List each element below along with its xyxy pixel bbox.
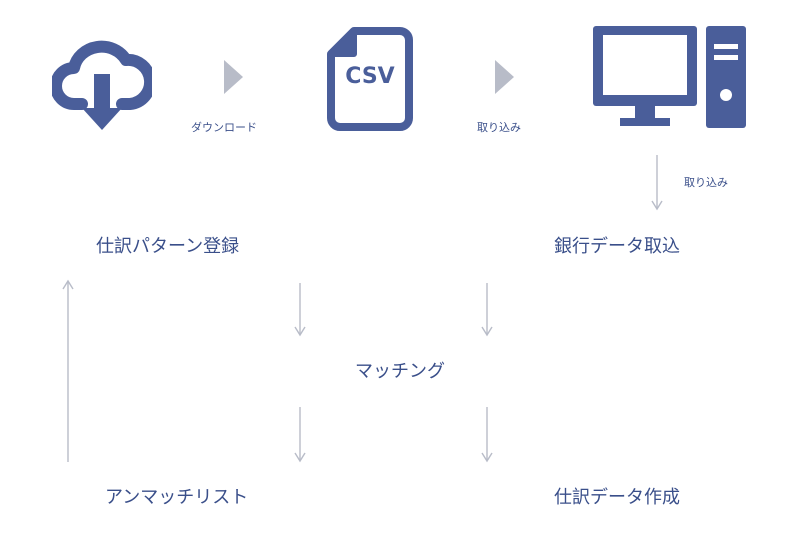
csv-icon-label: CSV	[345, 64, 395, 89]
csv-file-icon: CSV	[326, 26, 414, 132]
journal-create-label: 仕訳データ作成	[554, 487, 680, 508]
arrow-matching-to-unmatched	[294, 407, 306, 463]
desktop-computer-icon	[590, 22, 750, 130]
flow-arrow-2	[495, 60, 515, 98]
arrow-unmatched-to-pattern	[62, 279, 74, 462]
journal-pattern-label: 仕訳パターン登録	[96, 236, 240, 257]
cloud-download-icon	[52, 30, 152, 134]
unmatched-list-label: アンマッチリスト	[105, 487, 249, 508]
arrow-matching-to-journal-create	[481, 407, 493, 463]
matching-label: マッチング	[355, 361, 445, 382]
flow-arrow-1	[224, 60, 244, 98]
import-caption-1: 取り込み	[477, 121, 521, 134]
import-caption-2: 取り込み	[684, 176, 728, 189]
arrow-computer-to-bank-import	[651, 155, 663, 211]
arrow-pattern-to-matching	[294, 283, 306, 337]
arrow-bank-import-to-matching	[481, 283, 493, 337]
download-caption: ダウンロード	[191, 121, 257, 134]
bank-import-label: 銀行データ取込	[554, 236, 680, 257]
